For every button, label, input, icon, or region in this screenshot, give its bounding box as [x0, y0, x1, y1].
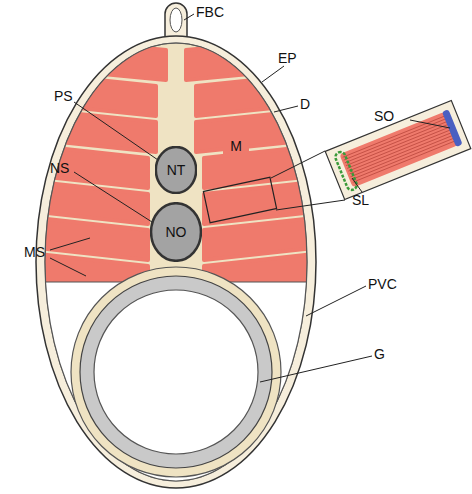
muscle-inset [325, 100, 471, 199]
part-label: PS [54, 88, 73, 104]
muscle-block [196, 72, 332, 116]
part-label: FBC [196, 4, 224, 20]
leader-line [352, 178, 362, 192]
muscle-block [20, 72, 156, 116]
leader-line [260, 356, 372, 382]
part-label: D [300, 96, 310, 112]
muscle-block [20, 180, 148, 224]
part-label: SL [352, 192, 369, 208]
node-label: M [230, 138, 242, 154]
leader-line [74, 102, 158, 160]
node-label: NO [166, 224, 187, 240]
leader-line [184, 14, 194, 20]
part-label: EP [278, 50, 297, 66]
inset-frame [203, 177, 276, 222]
part-label: SO [374, 108, 394, 124]
part-label: PVC [368, 276, 397, 292]
leader-line [50, 238, 90, 250]
somite-end [442, 109, 463, 147]
sarcolemma-end [334, 151, 358, 192]
node-label: NT [167, 162, 186, 178]
part-label: NS [50, 160, 69, 176]
muscle-block [204, 216, 332, 260]
gut-lumen [94, 290, 258, 454]
gut-wall [71, 267, 281, 477]
neural-tube: NT [155, 146, 197, 194]
leader-line [74, 172, 152, 222]
leader-line [410, 120, 450, 128]
leader-line [274, 106, 298, 112]
muscle-block [20, 216, 148, 260]
gut [80, 276, 272, 468]
part-label: G [374, 346, 385, 362]
muscle-block [20, 36, 166, 80]
leader-line [50, 258, 86, 276]
muscle-block: M [223, 135, 249, 157]
muscle-block [204, 180, 332, 224]
muscle-block [186, 36, 332, 80]
part-label: MS [24, 244, 45, 260]
leader-line [306, 286, 366, 316]
notochord: NO [150, 202, 202, 262]
leader-line [262, 66, 284, 82]
muscle-block [20, 144, 148, 188]
muscle-block [20, 108, 156, 152]
muscle-block [196, 108, 332, 152]
muscle-blocks [20, 36, 332, 296]
fin-box-canal [170, 8, 182, 32]
